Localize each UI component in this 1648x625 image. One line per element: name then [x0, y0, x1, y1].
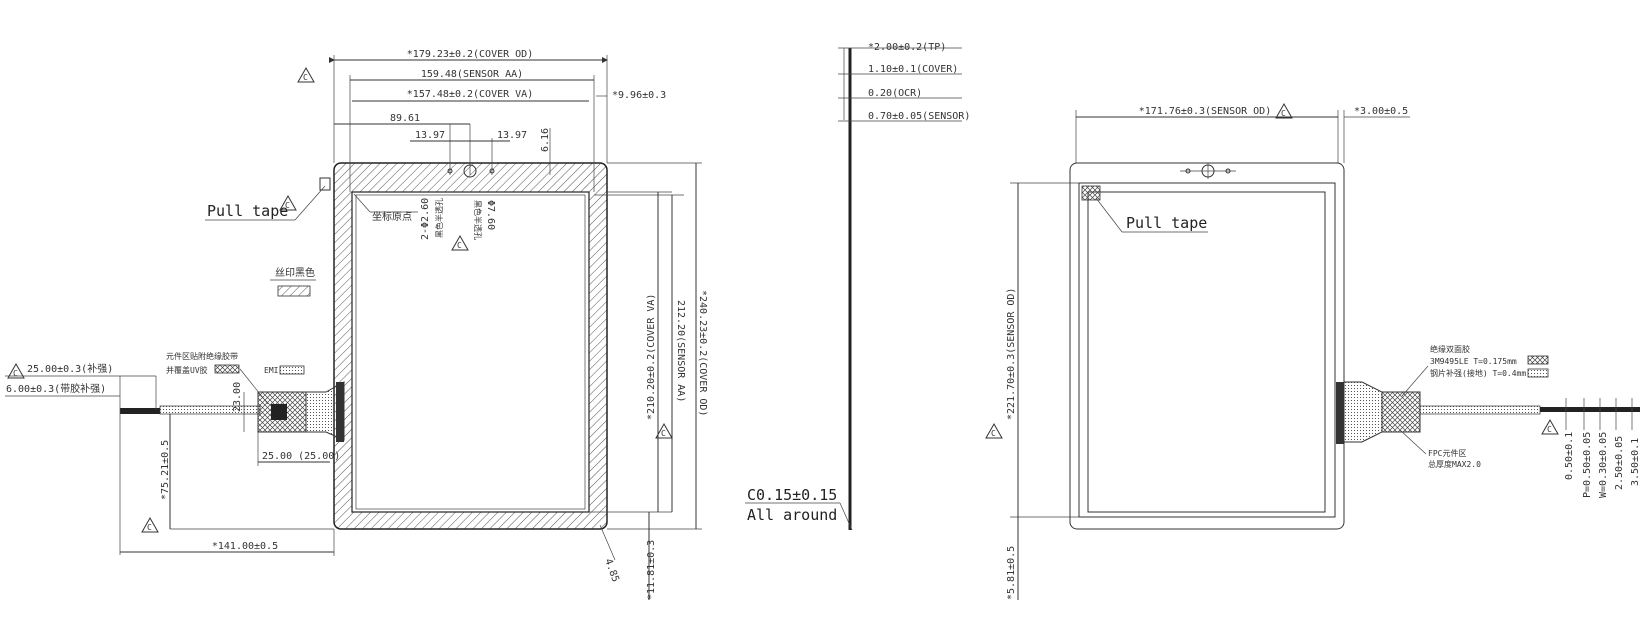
fpc-length: *141.00±0.5: [212, 541, 278, 552]
hole-small-label: 2-Φ2.60: [420, 198, 431, 240]
large-hole: [463, 164, 477, 178]
svg-text:C: C: [303, 73, 308, 82]
pin-dim-4: 3.50±0.1: [1630, 438, 1641, 486]
steel-stiffener: 钢片补强(接地) T=0.4mm: [1430, 368, 1526, 378]
sensor-aa-width: 159.48(SENSOR AA): [421, 69, 523, 80]
fpc-height: 23.00: [232, 382, 243, 412]
corner-radius: 4.85: [602, 557, 621, 583]
pull-tape-label: Pull tape: [1126, 214, 1207, 232]
pull-tape-tab: [1081, 185, 1101, 201]
svg-text:C: C: [1547, 425, 1552, 434]
fpc-width: 25.00 (25.00): [262, 451, 340, 462]
silkscreen-label: 丝印黑色: [275, 266, 315, 279]
fpc-offset: *75.21±0.5: [160, 440, 171, 500]
small-hole-left: [447, 168, 453, 174]
right-margin: *3.00±0.5: [1354, 106, 1408, 117]
sensor-od-height: *221.70±0.3(SENSOR OD): [1006, 288, 1017, 420]
pin-dim-1: P=0.50±0.05: [1582, 432, 1593, 498]
pin-dim-3: 2.50±0.05: [1614, 436, 1625, 490]
cover-thickness: 1.10±0.1(COVER): [868, 64, 958, 75]
tape-spec: 3M9495LE T=0.175mm: [1430, 357, 1517, 366]
sensor-thickness: 0.70±0.05(SENSOR): [868, 111, 970, 122]
uv-glue-swatch: [214, 364, 240, 374]
dim-6-16: 6.16: [540, 128, 551, 152]
adhesive-stiffener: 6.00±0.3(带胶补强): [6, 382, 106, 395]
dim-13-97-right: 13.97: [497, 130, 527, 141]
back-view: Pull tape *171.76±0.3(SENSOR OD) C *3.00…: [985, 102, 1641, 600]
cover-od-height: *240.23±0.2(COVER OD): [697, 290, 708, 416]
fpc-tail: [1419, 405, 1541, 415]
insulation-tape: 绝缘双面胶: [1430, 344, 1470, 354]
sensor-va: [1087, 191, 1326, 513]
pull-tape-tab: [319, 177, 331, 191]
sensor-outline: [1069, 162, 1345, 530]
viewing-area: [351, 191, 590, 513]
component-note-2: 并覆盖UV胶: [166, 365, 208, 375]
svg-text:C: C: [1281, 109, 1286, 118]
bottom-margin: *5.81±0.5: [1006, 546, 1017, 600]
chamfer: C0.15±0.15: [747, 486, 837, 504]
sensor-od-width: *171.76±0.3(SENSOR OD): [1139, 106, 1271, 117]
origin-label: 坐标原点: [372, 211, 412, 223]
svg-text:C: C: [661, 429, 666, 438]
svg-text:C: C: [147, 523, 152, 532]
silkscreen-swatch: [277, 285, 311, 297]
side-view: *2.00±0.2(TP) 1.10±0.1(COVER) 0.20(OCR) …: [745, 42, 970, 531]
cover-od-width: *179.23±0.2(COVER OD): [407, 49, 533, 60]
dim-89-61: 89.61: [390, 113, 420, 124]
right-margin: *9.96±0.3: [612, 90, 666, 101]
emi-label: EMI: [264, 366, 279, 375]
svg-text:C: C: [285, 201, 290, 210]
cover-va-height: *210.20±0.2(COVER VA): [646, 294, 657, 420]
sensor-aa-height: 212.20(SENSOR AA): [675, 300, 686, 402]
svg-text:C: C: [457, 241, 462, 250]
fpc-stiffener: [1381, 391, 1421, 433]
tp-thickness: *2.00±0.2(TP): [868, 42, 946, 53]
small-hole-right: [489, 168, 495, 174]
hole-large-note: 黑色半透孔: [473, 200, 483, 240]
fpc-component: FPC元件区: [1428, 448, 1466, 458]
sensor-area-line: [355, 194, 586, 510]
svg-text:C: C: [13, 369, 18, 378]
fpc-ic: [271, 404, 287, 420]
pin-dim-2: W=0.30±0.05: [1598, 432, 1609, 498]
pin-dim-0: 0.50±0.1: [1564, 432, 1575, 480]
tape-swatch: [1527, 355, 1549, 365]
chamfer-note: All around: [747, 506, 837, 524]
steel-swatch: [1527, 368, 1549, 378]
fpc-neck: [1343, 381, 1383, 443]
hole-large-label: Φ7.60: [485, 200, 496, 230]
sensor-inner: [1078, 182, 1336, 518]
bottom-margin: *11.81±0.3: [646, 540, 657, 600]
c-mark-triangle: [7, 362, 25, 379]
fpc-tail: [120, 381, 345, 442]
stiffener-length: 25.00±0.3(补强): [27, 362, 113, 375]
cover-va-width: *157.48±0.2(COVER VA): [407, 89, 533, 100]
dim-13-97-left: 13.97: [415, 130, 445, 141]
emi-swatch: [279, 365, 305, 375]
component-note-1: 元件区贴附绝缘胶带: [166, 351, 238, 361]
front-view: *179.23±0.2(COVER OD) 159.48(SENSOR AA) …: [5, 49, 708, 600]
hole-small-note: 黑色半透孔: [434, 198, 444, 238]
ocr-thickness: 0.20(OCR): [868, 88, 922, 99]
pull-tape-label: Pull tape: [207, 202, 288, 220]
svg-text:C: C: [991, 429, 996, 438]
total-thickness: 总厚度MAX2.0: [1428, 459, 1481, 469]
